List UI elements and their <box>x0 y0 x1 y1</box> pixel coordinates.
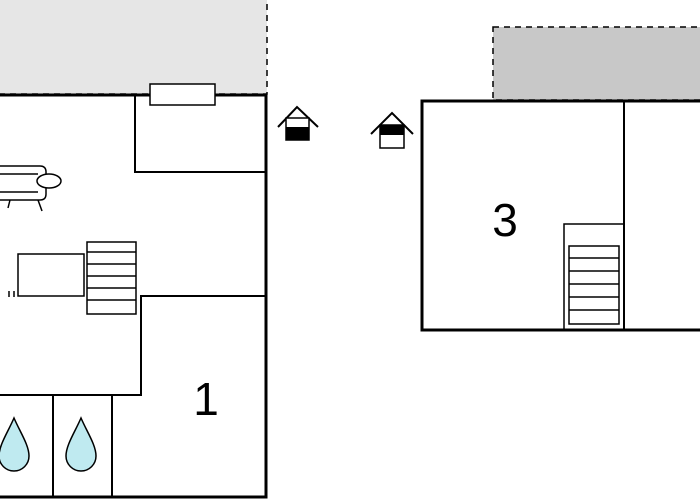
house-entrance-icon <box>277 105 319 141</box>
sofa-icon <box>0 165 62 212</box>
right-building: 3 <box>420 26 700 332</box>
room-label-3: 3 <box>492 194 518 246</box>
stairs-icon <box>86 241 137 315</box>
water-drop-icon <box>65 416 97 472</box>
terrace-right <box>492 26 700 101</box>
water-drop-icon <box>0 416 30 472</box>
window <box>149 83 216 106</box>
interior-wall <box>134 95 266 173</box>
stairs-icon <box>563 223 625 331</box>
outer-wall-right-building <box>420 99 700 332</box>
house-entrance-icon <box>370 111 414 149</box>
table <box>17 253 85 297</box>
interior-wall <box>0 295 266 396</box>
left-building: 1 <box>0 0 268 499</box>
room-label-1: 1 <box>193 373 219 425</box>
terrace-left <box>0 0 268 95</box>
